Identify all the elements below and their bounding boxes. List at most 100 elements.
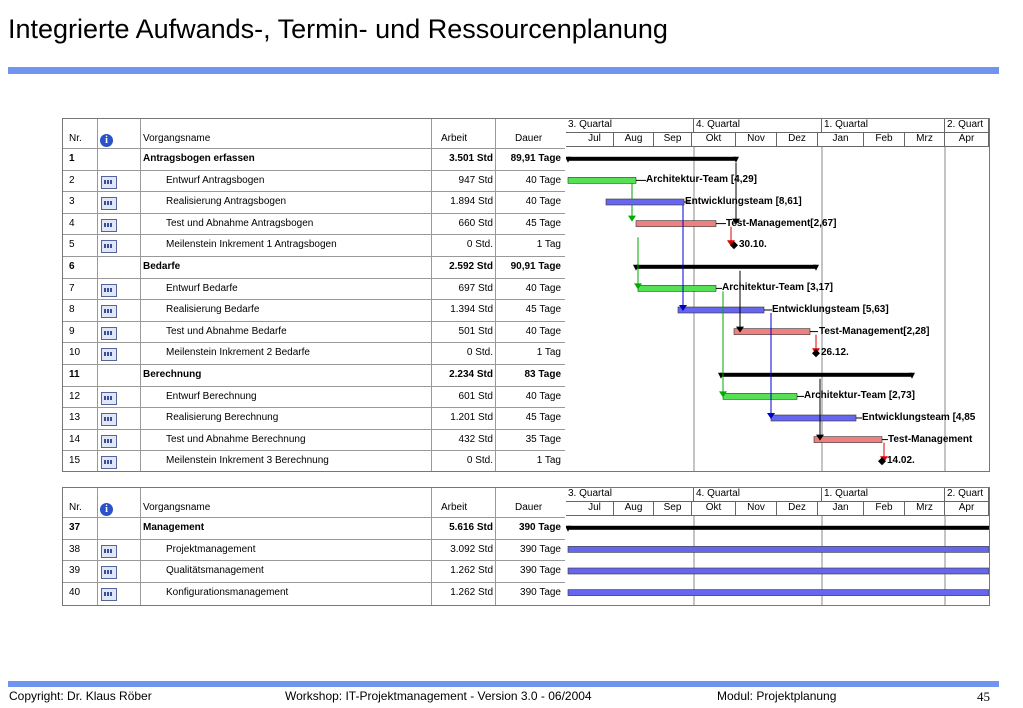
header-vorgangsname: Vorgangsname <box>143 502 211 513</box>
column-divider <box>431 119 432 471</box>
dependency-arrow <box>732 218 740 225</box>
task-work: 1.894 Std <box>450 196 493 208</box>
task-work: 501 Std <box>458 325 493 337</box>
page-title: Integrierte Aufwands-, Termin- und Resso… <box>8 14 668 44</box>
timescale-month: Mrz <box>905 133 945 147</box>
dependency-arrow <box>736 326 744 333</box>
task-bar-architektur <box>637 285 717 292</box>
task-name: Berechnung <box>143 369 202 380</box>
task-duration: 40 Tage <box>525 196 561 208</box>
timescale-month: Apr <box>945 133 989 147</box>
timescale-quarter: 3. Quartal <box>566 119 694 133</box>
footer-copyright: Copyright: Dr. Klaus Röber <box>9 689 152 703</box>
row-number: 10 <box>69 347 81 359</box>
timescale-border <box>566 515 989 516</box>
row-number: 2 <box>69 174 75 186</box>
task-name: Bedarfe <box>143 261 181 272</box>
task-type-icon <box>101 413 117 427</box>
task-work: 5.616 Std <box>449 522 493 533</box>
task-bar-architektur <box>567 177 637 184</box>
column-divider <box>140 488 141 605</box>
gantt-bars <box>566 147 946 471</box>
task-work: 0 Std. <box>466 347 493 359</box>
timescale-month: Jan <box>818 502 864 516</box>
timescale-month: Feb <box>864 502 905 516</box>
milestone-marker <box>878 457 886 466</box>
resource-label: Architektur-Team [3,17] <box>722 282 833 294</box>
dependency-arrow <box>767 413 775 419</box>
task-name: Antragsbogen erfassen <box>143 153 255 164</box>
column-divider <box>97 119 98 471</box>
resource-label: Entwicklungsteam [5,63] <box>772 304 889 315</box>
resource-label: 26.12. <box>821 347 849 359</box>
task-duration: 45 Tage <box>525 304 561 316</box>
dependency-arrow <box>816 434 824 441</box>
task-type-icon <box>101 434 117 448</box>
column-divider <box>140 119 141 471</box>
resource-label: Architektur-Team [4,29] <box>646 174 757 186</box>
timescale-month: Nov <box>736 502 777 516</box>
row-number: 39 <box>69 565 81 577</box>
row-number: 11 <box>69 369 80 380</box>
timescale-month: Nov <box>736 133 777 147</box>
task-work: 2.592 Std <box>449 261 493 272</box>
task-type-icon <box>101 218 117 232</box>
task-name: Entwurf Bedarfe <box>166 282 238 294</box>
timescale-month: Okt <box>692 133 736 147</box>
timescale-month: Apr <box>945 502 989 516</box>
header-nr: Nr. <box>69 133 82 144</box>
timescale-month: Dez <box>777 502 818 516</box>
task-work: 2.234 Std <box>449 369 493 380</box>
task-duration: 45 Tage <box>525 217 561 229</box>
task-type-icon <box>101 587 117 601</box>
summary-bar <box>721 372 912 377</box>
timescale-month: Okt <box>692 502 736 516</box>
resource-label: Entwicklungsteam [8,61] <box>685 196 802 207</box>
task-bar-architektur <box>722 393 798 400</box>
resource-label: Test-Management[2,28] <box>819 325 930 337</box>
column-divider <box>495 119 496 471</box>
summary-bar <box>568 525 989 530</box>
row-number: 5 <box>69 239 75 251</box>
task-work: 697 Std <box>458 282 493 294</box>
task-bar-test <box>635 220 717 227</box>
task-name: Konfigurationsmanagement <box>166 586 289 598</box>
task-type-icon <box>101 283 117 297</box>
task-duration: 390 Tage <box>520 565 561 577</box>
timescale-month: Aug <box>614 502 654 516</box>
summary-bar <box>568 156 736 161</box>
page-number: 45 <box>977 689 990 704</box>
timescale-quarter: 1. Quartal <box>822 488 945 502</box>
summary-bar-end <box>909 372 915 379</box>
resource-label: Test-Management <box>888 433 973 445</box>
timescale-month: Dez <box>777 133 818 147</box>
timescale-month: Jul <box>576 502 614 516</box>
row-number: 12 <box>69 390 81 402</box>
row-number: 9 <box>69 325 75 337</box>
task-name: Test und Abnahme Antragsbogen <box>166 217 314 229</box>
row-number: 14 <box>69 433 81 445</box>
column-divider <box>431 488 432 605</box>
